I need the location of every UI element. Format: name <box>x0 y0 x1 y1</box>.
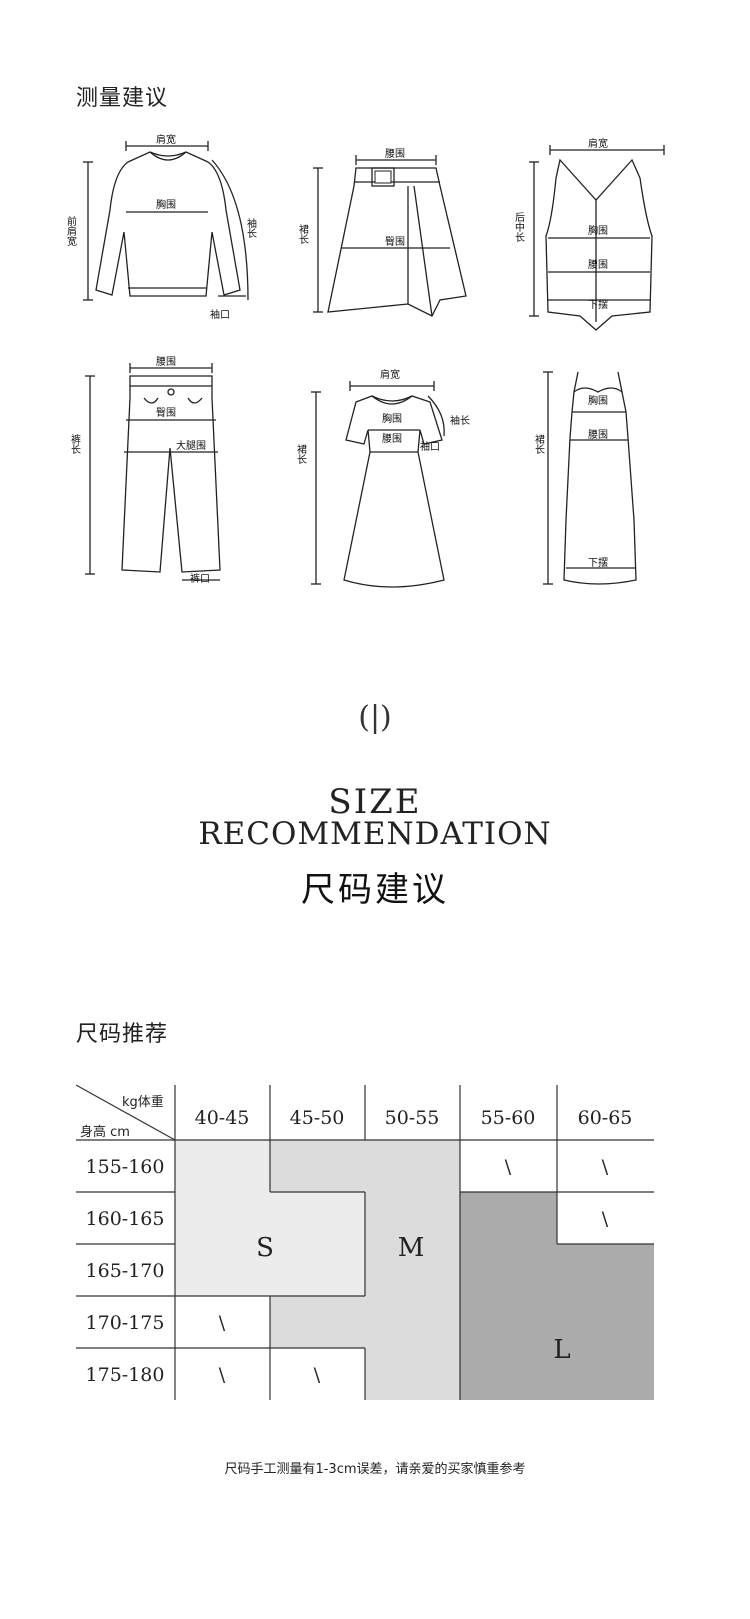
skirt-waist-label: 腰围 <box>385 148 405 160</box>
height-row-5: 175-180 <box>86 1364 165 1386</box>
dress-cuff-label: 袖口 <box>420 440 440 453</box>
measurement-illustrations: 肩宽 胸围 前肩宽 袖长 袖口 腰围 臀围 裙长 肩宽 胸围 腰围 后中长 下摆… <box>65 133 665 588</box>
sweater-sleeve-length-label: 袖长 <box>245 217 257 238</box>
dress-length-label: 裙长 <box>295 443 307 464</box>
measurement-note: 尺码手工测量有1-3cm误差，请亲爱的买家慎重参考 <box>224 1462 526 1477</box>
vest-waist-label: 腰围 <box>588 259 608 271</box>
pants-hip-label: 臀围 <box>156 407 176 419</box>
size-l-label: L <box>553 1335 570 1365</box>
size-heading-zh: 尺码建议 <box>301 870 449 910</box>
height-row-4: 170-175 <box>86 1312 165 1334</box>
vest-shoulder-label: 肩宽 <box>588 137 608 150</box>
skirt-hip-label: 臀围 <box>385 236 405 248</box>
weight-col-1: 40-45 <box>195 1107 250 1129</box>
slip-waist-label: 腰围 <box>588 429 608 441</box>
slip-dress-illustration <box>543 371 637 585</box>
sweater-illustration <box>83 141 249 301</box>
header-weight-label: kg体重 <box>122 1094 164 1110</box>
pants-thigh-label: 大腿围 <box>176 439 206 452</box>
weight-col-3: 50-55 <box>385 1107 440 1129</box>
size-s-label: S <box>256 1233 274 1263</box>
vest-illustration <box>529 145 665 331</box>
size-s-region <box>175 1140 365 1296</box>
size-m-region <box>270 1140 460 1400</box>
sweater-shoulder-label: 肩宽 <box>156 133 176 146</box>
dress-sleeve-length-label: 袖长 <box>450 414 470 427</box>
recommend-section-title: 尺码推荐 <box>76 1022 169 1047</box>
skirt-illustration <box>313 155 467 317</box>
na-mark: \ <box>602 1208 609 1230</box>
size-m-label: M <box>398 1233 425 1263</box>
size-l-region <box>460 1192 654 1400</box>
vest-back-length-label: 后中长 <box>513 212 525 242</box>
dress-illustration <box>311 381 445 588</box>
slip-length-label: 裙长 <box>533 433 545 454</box>
weight-col-2: 45-50 <box>290 1107 345 1129</box>
weight-col-5: 60-65 <box>578 1107 633 1129</box>
na-mark: \ <box>219 1312 226 1334</box>
height-row-3: 165-170 <box>86 1260 165 1282</box>
na-mark: \ <box>602 1156 609 1178</box>
size-heading-en-line2: RECOMMENDATION <box>198 816 552 852</box>
na-mark: \ <box>219 1364 226 1386</box>
sweater-chest-label: 胸围 <box>156 198 176 211</box>
pants-length-label: 裤长 <box>69 433 81 454</box>
size-heading-en-line1: SIZE <box>328 782 422 822</box>
sweater-cuff-label: 袖口 <box>210 308 230 321</box>
pants-waist-label: 腰围 <box>156 356 176 368</box>
skirt-length-label: 裙长 <box>297 223 309 244</box>
na-mark: \ <box>505 1156 512 1178</box>
measure-section-title: 测量建议 <box>76 86 169 111</box>
dress-shoulder-label: 肩宽 <box>380 368 400 381</box>
section-divider: (|) <box>358 700 392 735</box>
header-height-label: 身高 cm <box>80 1124 130 1140</box>
height-row-2: 160-165 <box>86 1208 165 1230</box>
slip-hem-label: 下摆 <box>588 556 608 569</box>
pants-illustration <box>85 363 221 581</box>
weight-col-4: 55-60 <box>481 1107 536 1129</box>
sweater-front-shoulder-label: 前肩宽 <box>65 215 77 247</box>
height-row-1: 155-160 <box>86 1156 165 1178</box>
slip-chest-label: 胸围 <box>588 394 608 407</box>
na-mark: \ <box>314 1364 321 1386</box>
vest-chest-label: 胸围 <box>588 224 608 237</box>
dress-chest-label: 胸围 <box>382 412 402 425</box>
pants-leg-opening-label: 裤口 <box>190 572 210 585</box>
dress-waist-label: 腰围 <box>382 433 402 445</box>
vest-hem-label: 下摆 <box>588 298 608 311</box>
